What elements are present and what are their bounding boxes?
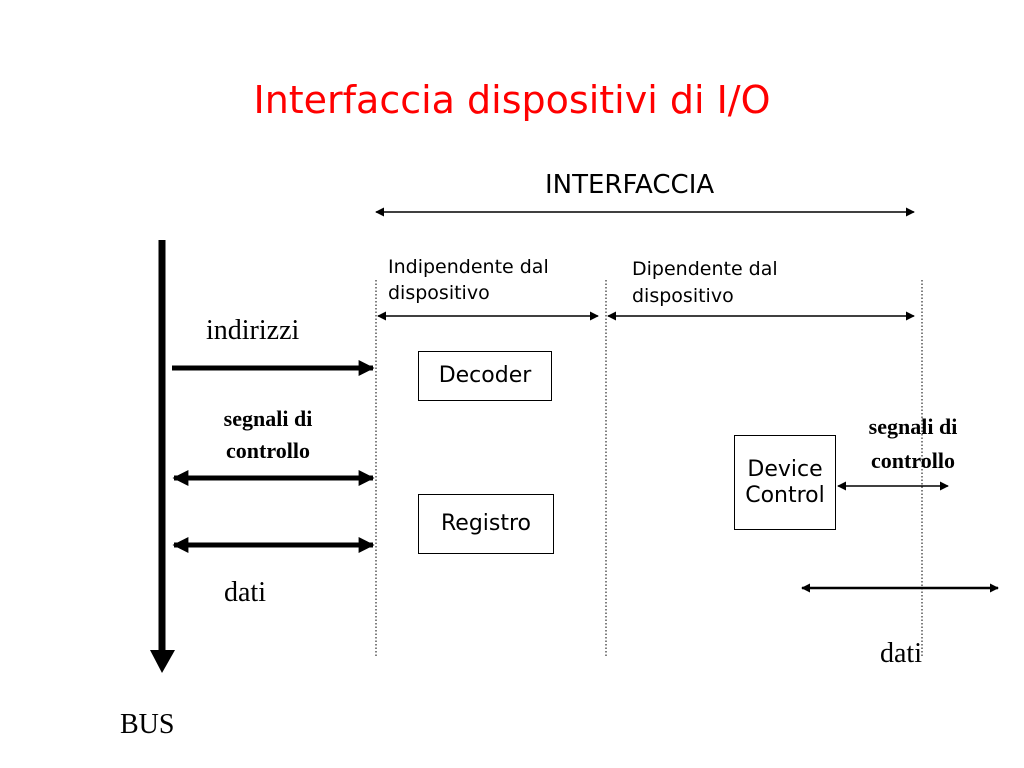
bus-control-signals-label-line1: segnali di [223, 406, 313, 431]
bus-label: BUS [120, 709, 175, 740]
dependent-section-label: Dipendente dal dispositivo [632, 256, 778, 310]
device-control-box: Device Control [734, 435, 836, 530]
bus-control-signals-label: segnali di controllo [194, 403, 342, 467]
device-control-box-line2: Control [745, 482, 825, 508]
independent-section-label: Indipendente dal dispositivo [388, 254, 549, 306]
dependent-section-label-line2: dispositivo [632, 285, 734, 307]
device-data-label: dati [880, 638, 922, 669]
device-control-signals-label: segnali di controllo [846, 410, 980, 478]
register-box: Registro [418, 494, 554, 554]
dependent-section-label-line1: Dipendente dal [632, 258, 778, 280]
bus-control-signals-label-line2: controllo [226, 438, 310, 463]
device-control-signals-label-line1: segnali di [868, 414, 958, 439]
bus-data-label: dati [224, 577, 266, 608]
independent-section-label-line2: dispositivo [388, 282, 490, 304]
page-title: Interfaccia dispositivi di I/O [253, 78, 771, 122]
decoder-box: Decoder [418, 351, 552, 401]
bus-arrow-head [150, 650, 175, 673]
interface-label: INTERFACCIA [545, 170, 715, 200]
device-control-signals-label-line2: controllo [871, 448, 955, 473]
independent-section-label-line1: Indipendente dal [388, 256, 549, 278]
addresses-label: indirizzi [206, 315, 300, 346]
device-control-box-line1: Device [747, 456, 823, 482]
